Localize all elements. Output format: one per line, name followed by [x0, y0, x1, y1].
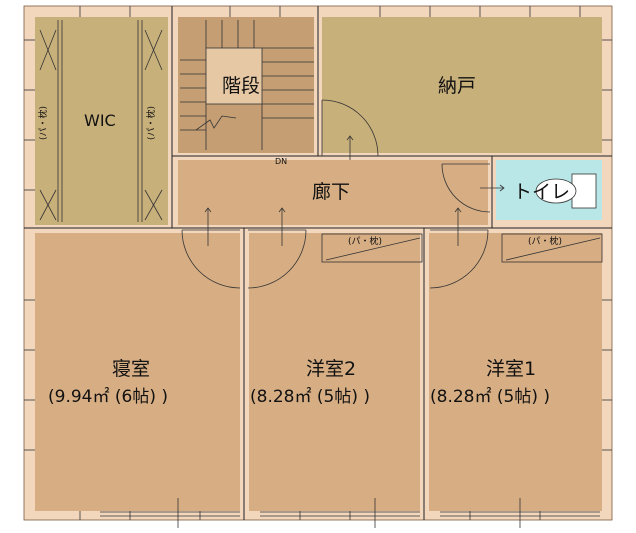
door-swings — [181, 99, 491, 289]
wic-label: WIC — [84, 111, 116, 130]
wic-shelf-right-label: (パ・枕) — [145, 106, 157, 140]
western-room-2 — [249, 233, 420, 511]
bedroom — [35, 233, 240, 511]
bedroom-label: 寝室 — [112, 358, 150, 380]
interior-walls — [24, 6, 612, 520]
stairs-label: 階段 — [222, 75, 260, 97]
stair-treads — [180, 20, 314, 150]
wall-ticks — [24, 6, 612, 520]
wic-room — [35, 17, 168, 225]
storage-label: 納戸 — [438, 75, 476, 97]
western2-shelf-label: (パ・枕) — [348, 235, 382, 247]
toilet-fixture — [535, 173, 597, 209]
hallway-label: 廊下 — [312, 181, 350, 203]
bedroom-size: (9.94㎡ (6帖) ) — [48, 387, 168, 407]
closet-shelves — [321, 233, 603, 263]
toilet-label: トイレ — [513, 181, 570, 203]
western1-label: 洋室1 — [486, 358, 536, 380]
western2-label: 洋室2 — [306, 358, 356, 380]
wic-shelves — [39, 20, 163, 222]
storage-room — [322, 17, 602, 153]
western1-size: (8.28㎡ (5帖) ) — [430, 387, 550, 407]
western-room-1 — [429, 233, 602, 511]
wic-shelf-left-label: (パ・枕) — [37, 106, 49, 140]
western1-shelf-label: (パ・枕) — [528, 235, 562, 247]
door-arrows — [204, 135, 505, 246]
western2-size: (8.28㎡ (5帖) ) — [250, 387, 370, 407]
stairs-dn-label: DN — [275, 157, 287, 166]
windows — [100, 498, 600, 528]
hallway — [178, 160, 488, 225]
